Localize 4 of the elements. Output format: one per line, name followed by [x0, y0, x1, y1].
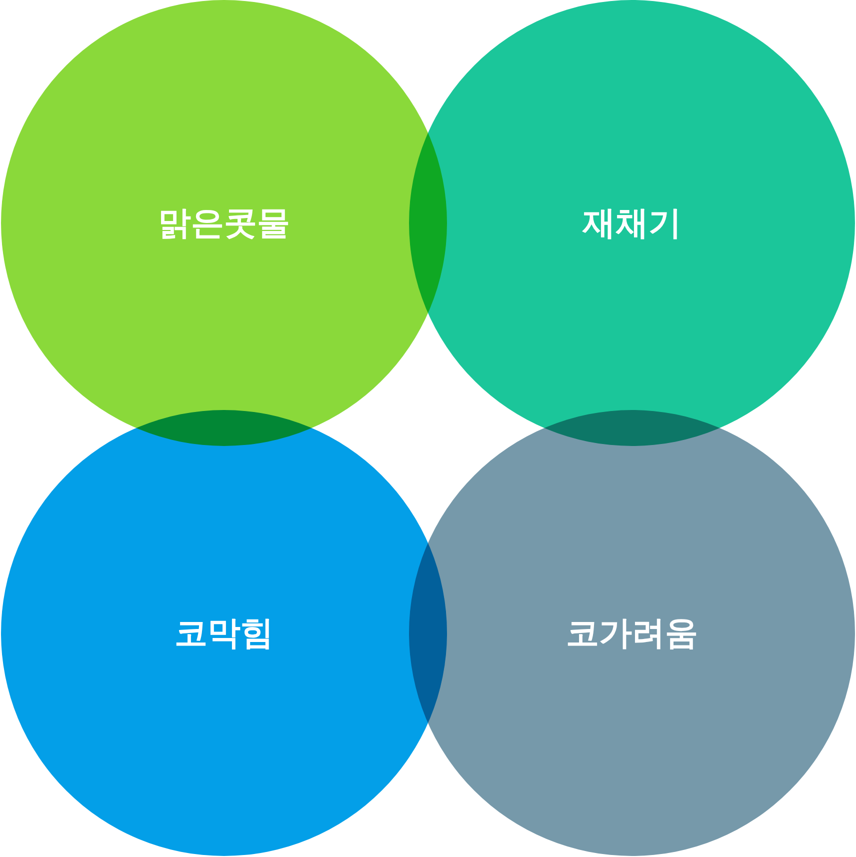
circle-label: 맑은콧물: [158, 203, 290, 243]
circle-label: 코가려움: [566, 613, 698, 653]
circle-label: 코막힘: [174, 613, 274, 653]
circle-label: 재채기: [582, 203, 682, 243]
